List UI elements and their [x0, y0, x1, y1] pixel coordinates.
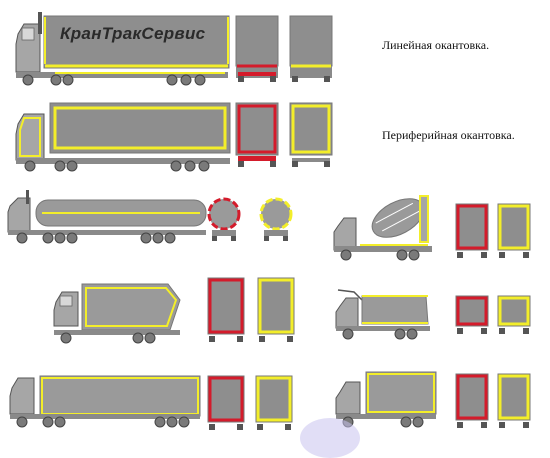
box-truck-front	[257, 277, 295, 342]
wheel	[152, 232, 164, 244]
truck-peripheral-contour-side	[15, 102, 231, 172]
wheel	[140, 232, 152, 244]
wheel	[412, 416, 424, 428]
wheel	[16, 416, 28, 428]
tanker-truck-side	[7, 190, 207, 244]
wheel	[340, 249, 352, 261]
wheel	[400, 416, 412, 428]
wheel	[394, 328, 406, 340]
wheel	[62, 74, 74, 86]
tanker-truck-rear	[207, 197, 241, 241]
wheel	[194, 74, 206, 86]
long-semitrailer-front	[255, 375, 293, 430]
caption-peripheral-contour: Периферийная окантовка.	[382, 128, 515, 142]
wheel	[50, 74, 62, 86]
dump-truck-rear	[455, 295, 489, 334]
truck-linear-contour-front	[289, 15, 333, 82]
mixer-truck-rear	[455, 203, 489, 258]
wheel	[154, 416, 166, 428]
wheel	[170, 160, 182, 172]
wheel	[164, 232, 176, 244]
medium-box-truck-side	[335, 371, 437, 428]
caption-linear-contour: Линейная окантовка.	[382, 38, 490, 52]
wheel	[178, 416, 190, 428]
wheel	[22, 74, 34, 86]
wheel	[54, 160, 66, 172]
truck-peripheral-contour-rear	[235, 102, 279, 167]
wheel	[54, 416, 66, 428]
long-semitrailer-rear	[207, 375, 245, 430]
wheel	[166, 416, 178, 428]
box-truck-side	[53, 283, 181, 344]
wheel	[60, 332, 72, 344]
truck-linear-contour-side	[15, 12, 230, 86]
tanker-truck-front	[259, 197, 293, 241]
long-semitrailer-side	[9, 375, 201, 428]
wheel	[166, 74, 178, 86]
wheel	[408, 249, 420, 261]
wheel	[184, 160, 196, 172]
medium-box-truck-rear	[455, 373, 489, 428]
wheel	[54, 232, 66, 244]
wheel	[180, 74, 192, 86]
wheel	[342, 328, 354, 340]
dump-truck-front	[497, 295, 531, 334]
truck-linear-contour-rear	[235, 15, 279, 82]
medium-box-truck-front	[497, 373, 531, 428]
wheel	[42, 416, 54, 428]
brand-watermark: КранТракСервис	[60, 24, 206, 43]
wheel	[16, 232, 28, 244]
mixer-truck-side	[333, 195, 432, 261]
dump-truck-side	[335, 289, 430, 340]
wheel	[42, 232, 54, 244]
wheel	[144, 332, 156, 344]
wheel	[24, 160, 36, 172]
box-truck-rear	[207, 277, 245, 342]
wheel	[66, 160, 78, 172]
decorative-blob	[300, 418, 360, 458]
wheel	[132, 332, 144, 344]
mixer-truck-front	[497, 203, 531, 258]
wheel	[66, 232, 78, 244]
wheel	[396, 249, 408, 261]
wheel	[198, 160, 210, 172]
truck-peripheral-contour-front	[289, 102, 333, 167]
wheel	[406, 328, 418, 340]
contour-marking-diagram	[7, 12, 531, 430]
